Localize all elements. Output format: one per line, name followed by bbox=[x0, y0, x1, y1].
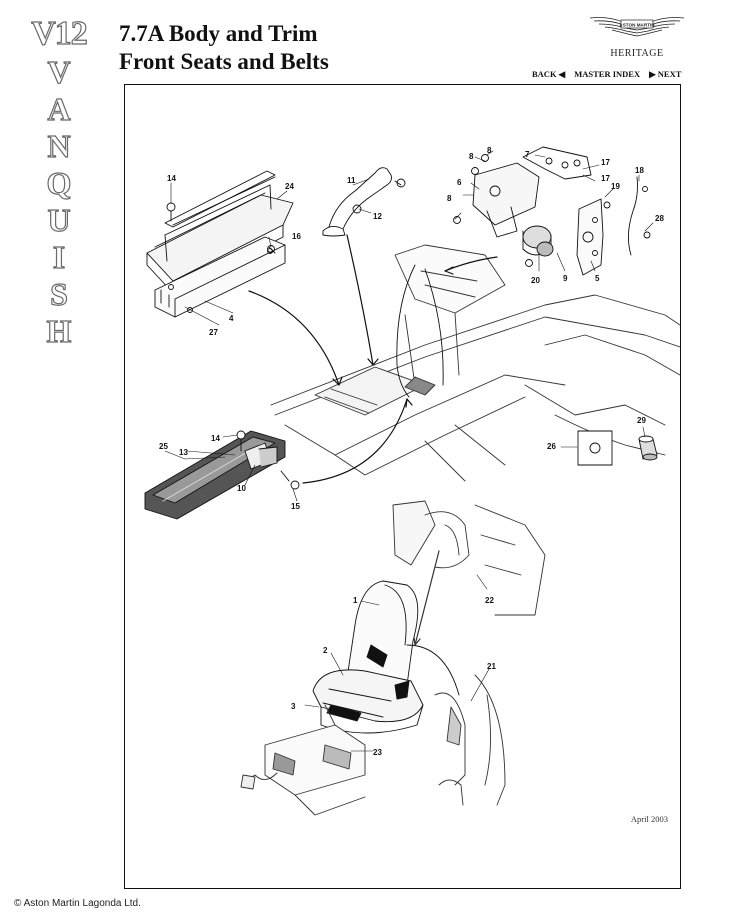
callout-number: 6 bbox=[457, 178, 462, 187]
callout-number: 23 bbox=[373, 748, 382, 757]
belt-buckle-part bbox=[392, 500, 546, 646]
model-letter: S bbox=[49, 275, 68, 312]
callout-number: 5 bbox=[595, 274, 600, 283]
belt-guide-bar-part bbox=[322, 167, 406, 237]
callout-number: 24 bbox=[285, 182, 294, 191]
lower-seat-rail-part bbox=[144, 430, 300, 520]
model-letter: N bbox=[47, 127, 71, 164]
copyright-notice: © Aston Martin Lagonda Ltd. bbox=[14, 898, 141, 909]
callout-number: 8 bbox=[487, 146, 492, 155]
front-seat-assembly bbox=[312, 580, 460, 734]
page-title: 7.7A Body and Trim Front Seats and Belts bbox=[119, 20, 329, 76]
callout-number: 4 bbox=[229, 314, 234, 323]
wiring-harness-part bbox=[240, 704, 366, 816]
callout-number: 21 bbox=[487, 662, 496, 671]
model-letter: A bbox=[47, 90, 71, 127]
callout-number: 28 bbox=[655, 214, 664, 223]
belt-anchor-part bbox=[434, 674, 506, 806]
model-letter: V bbox=[47, 53, 71, 90]
vehicle-body-shell bbox=[270, 244, 680, 482]
logo-wordmark: ASTON MARTIN bbox=[619, 22, 655, 27]
callout-number: 3 bbox=[291, 702, 296, 711]
callout-number: 8 bbox=[469, 152, 474, 161]
model-letter: U bbox=[47, 201, 71, 238]
callout-number: 13 bbox=[179, 448, 188, 457]
callout-number: 10 bbox=[237, 484, 246, 493]
pad-part bbox=[577, 430, 613, 466]
section-subtitle: Front Seats and Belts bbox=[119, 49, 329, 74]
model-letter: I bbox=[52, 238, 66, 275]
callout-number: 20 bbox=[531, 276, 540, 285]
callout-number: 27 bbox=[209, 328, 218, 337]
cable-part bbox=[603, 176, 651, 256]
callout-number: 18 bbox=[635, 166, 644, 175]
callout-number: 19 bbox=[611, 182, 620, 191]
model-stamp: V12 V A N Q U I S H bbox=[24, 14, 94, 350]
callout-number: 9 bbox=[563, 274, 568, 283]
callout-number: 8 bbox=[447, 194, 452, 203]
callout-number: 7 bbox=[525, 150, 530, 159]
section-title: 7.7A Body and Trim bbox=[119, 21, 318, 46]
callout-number: 17 bbox=[601, 158, 610, 167]
callout-number: 2 bbox=[323, 646, 328, 655]
bush-part bbox=[638, 435, 658, 461]
model-letter: Q bbox=[46, 164, 72, 201]
back-link[interactable]: BACK ◀ bbox=[532, 69, 566, 79]
assembly-arrows bbox=[248, 234, 498, 484]
callout-labels: 14 24 16 4 27 11 12 8 8 6 8 7 17 17 19 1… bbox=[159, 146, 664, 757]
retractor-part bbox=[522, 198, 604, 276]
page-navigation: BACK ◀ MASTER INDEX ▶ NEXT bbox=[532, 69, 681, 80]
seat-rail-part bbox=[154, 236, 286, 318]
next-link[interactable]: ▶ NEXT bbox=[649, 69, 682, 79]
front-seats-belts-diagram: 14 24 16 4 27 11 12 8 8 6 8 7 17 17 19 1… bbox=[144, 146, 680, 816]
seat-rail-cover-part bbox=[146, 170, 294, 294]
callout-number: 25 bbox=[159, 442, 168, 451]
callout-number: 26 bbox=[547, 442, 556, 451]
callout-number: 16 bbox=[292, 232, 301, 241]
model-number: V12 bbox=[31, 14, 89, 52]
callout-number: 11 bbox=[347, 176, 356, 185]
callout-number: 15 bbox=[291, 502, 300, 511]
callout-number: 12 bbox=[373, 212, 382, 221]
belt-retractor-bracket-part bbox=[453, 146, 592, 238]
exploded-diagram-frame: 14 24 16 4 27 11 12 8 8 6 8 7 17 17 19 1… bbox=[124, 84, 681, 889]
callout-number: 22 bbox=[485, 596, 494, 605]
revision-date: April 2003 bbox=[630, 814, 668, 824]
callout-number: 14 bbox=[167, 174, 176, 183]
master-index-link[interactable]: MASTER INDEX bbox=[574, 69, 641, 79]
callout-number: 1 bbox=[353, 596, 358, 605]
aston-martin-wings-logo: ASTON MARTIN bbox=[589, 17, 685, 37]
callout-number: 17 bbox=[601, 174, 610, 183]
callout-number: 29 bbox=[637, 416, 646, 425]
seat-belt-webbing bbox=[396, 264, 444, 398]
callout-leaders bbox=[164, 150, 654, 752]
heritage-label: HERITAGE bbox=[610, 48, 664, 59]
callout-number: 14 bbox=[211, 434, 220, 443]
model-letter: H bbox=[46, 312, 72, 349]
